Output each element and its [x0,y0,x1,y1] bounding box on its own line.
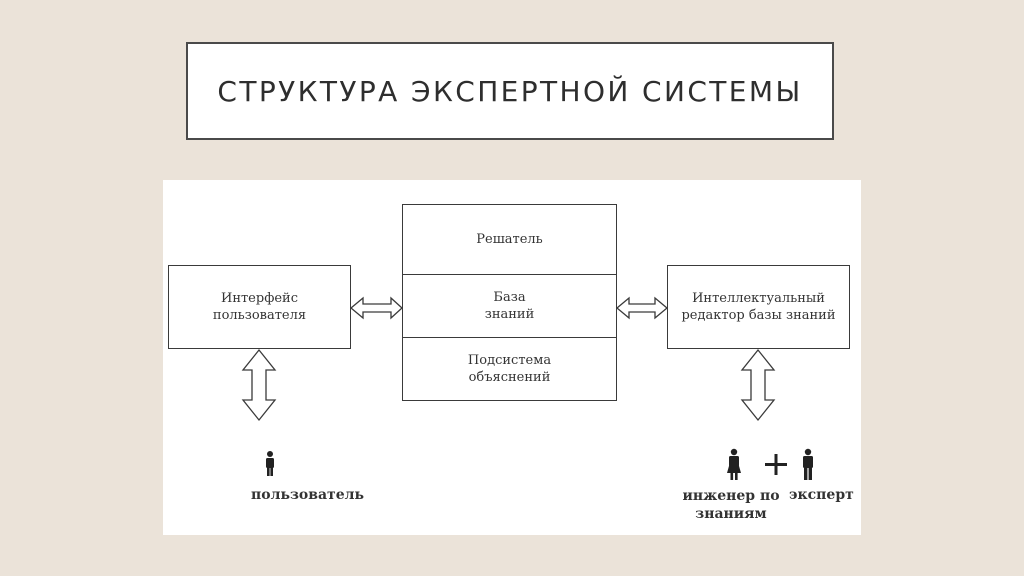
expert-label: эксперт [789,487,854,503]
engineer-label: инженер по знаниям [682,488,780,522]
plus-icon [765,454,787,475]
user-label: пользователь [251,487,364,503]
knowledge-base-label: База знаний [484,290,535,322]
solver-label: Решатель [476,232,543,247]
user-interface-label: Интерфейс пользователя [212,291,307,323]
double-arrow-down-right [740,348,776,422]
slide-title: СТРУКТУРА ЭКСПЕРТНОЙ СИСТЕМЫ [217,74,803,108]
double-arrow-right [615,296,669,320]
engineer-person-icon [727,448,741,480]
solver-cell: Решатель [403,205,616,275]
slide-title-box: СТРУКТУРА ЭКСПЕРТНОЙ СИСТЕМЫ [186,42,834,140]
core-stack: Решатель База знаний Подсистема объяснен… [402,204,617,401]
double-arrow-left [349,296,403,320]
editor-label: Интеллектуальный редактор базы знаний [681,291,836,323]
diagram-panel: Интерфейс пользователя Решатель База зна… [163,180,861,535]
user-interface-box: Интерфейс пользователя [168,265,351,349]
explanation-cell: Подсистема объяснений [403,338,616,400]
user-person-icon [266,451,274,476]
expert-person-icon [803,448,813,480]
arrows-layer [241,296,813,480]
knowledge-base-cell: База знаний [403,275,616,338]
explanation-label: Подсистема объяснений [467,353,552,385]
double-arrow-down-left [241,348,277,422]
editor-box: Интеллектуальный редактор базы знаний [667,265,850,349]
